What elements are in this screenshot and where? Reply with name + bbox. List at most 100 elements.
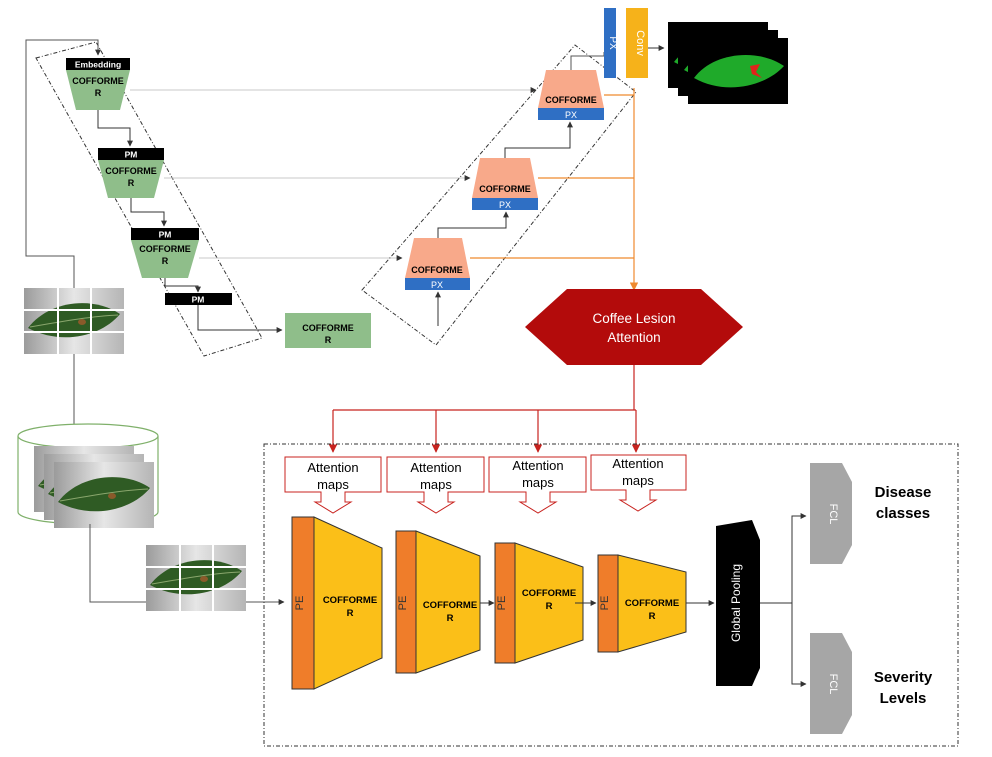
pm-label-3: PM — [159, 230, 172, 240]
pe-label-3: PE — [496, 596, 508, 611]
encoder-arrow-1 — [97, 110, 133, 147]
head-px-label: PX — [607, 36, 618, 50]
decoder-block-2-label: COFFORME — [479, 184, 531, 194]
attention-map-2-label-cont: maps — [420, 477, 452, 492]
pm-label-4: PM — [192, 295, 205, 305]
encoder-stage-1: Embedding COFFORME R — [66, 58, 130, 110]
decoder-block-3-label: COFFORME — [545, 95, 597, 105]
attention-map-3-label-cont: maps — [522, 475, 554, 490]
classifier-stage-1 — [313, 516, 383, 690]
segmentation-output-images — [668, 22, 788, 104]
decoder-block-2 — [472, 158, 538, 198]
decoder-block-3 — [538, 70, 604, 108]
coffee-lesion-attention: Coffee Lesion Attention — [525, 289, 743, 365]
input-patch-grid-bottom — [146, 545, 246, 611]
global-pooling-label: Global Pooling — [729, 564, 743, 642]
decoder-arrow-3 — [570, 52, 605, 70]
px-bar-2 — [472, 198, 538, 210]
disease-classes-label-cont: classes — [876, 505, 930, 522]
decoder-dashed-boundary — [361, 44, 637, 346]
encoder-section: Embedding COFFORME R PM COFFORME R PM CO… — [25, 39, 371, 357]
fcl-severity-label: FCL — [827, 674, 839, 695]
head-conv-block — [626, 8, 648, 78]
classifier-stage-1-label: COFFORME — [323, 595, 377, 606]
px-bar-3 — [538, 108, 604, 120]
encoder-stage-2: PM COFFORME R — [98, 148, 164, 198]
attention-map-2-label: Attention — [410, 460, 461, 475]
decoder-arrow-2 — [504, 121, 573, 158]
input-images — [17, 288, 285, 611]
skip-connections — [130, 87, 537, 261]
severity-levels-label-cont: Levels — [880, 690, 927, 707]
encoder-block-1-label-cont: R — [95, 88, 102, 98]
classifier-stage-3-label-cont: R — [546, 601, 553, 612]
fcl-severity-block — [810, 633, 852, 734]
encoder-arrow-3 — [164, 278, 201, 293]
segmentation-head: PX Conv — [604, 8, 788, 104]
attention-label-cont: Attention — [607, 330, 660, 345]
classifier-stage-3 — [514, 542, 584, 664]
classifier-dashed-boundary — [263, 443, 959, 747]
decoder-section: COFFORME PX COFFORME PX COFFORME PX — [361, 44, 637, 346]
fcl-disease-label: FCL — [827, 504, 839, 525]
encoder-block-3 — [131, 240, 199, 278]
classifier-stage-1-label-cont: R — [347, 608, 354, 619]
encoder-block-1-label: COFFORME — [72, 76, 124, 86]
pe-label-4: PE — [599, 596, 611, 611]
classifier-stage-4-label-cont: R — [649, 611, 656, 622]
encoder-block-2-label-cont: R — [128, 178, 135, 188]
fcl-disease-block — [810, 463, 852, 564]
classifier-stage-2 — [415, 530, 481, 674]
classifier-stage-3-label: COFFORME — [522, 588, 576, 599]
encoder-arrow-4 — [197, 305, 283, 333]
encoder-stage-3: PM COFFORME R — [131, 228, 199, 278]
attention-maps — [284, 454, 687, 514]
disease-classes-label: Disease — [875, 484, 932, 501]
encoder-block-3-label: COFFORME — [139, 244, 191, 254]
input-connector — [25, 39, 101, 288]
classifier-section: Attention maps Attention maps Attention … — [263, 443, 959, 747]
encoder-arrow-2 — [130, 198, 167, 227]
classifier-stage-4 — [617, 554, 687, 653]
attention-map-4-label: Attention — [612, 456, 663, 471]
px-bar-1 — [405, 278, 470, 290]
pm-label-2: PM — [125, 150, 138, 160]
decoder-arrow-1 — [437, 211, 509, 238]
encoder-block-2 — [98, 160, 164, 198]
bottleneck-block — [285, 313, 371, 348]
dataset-cylinder — [17, 423, 159, 529]
pm-bar-3 — [131, 228, 199, 240]
attention-map-3-label: Attention — [512, 458, 563, 473]
embedding-label: Embedding — [75, 60, 121, 70]
embedding-bar — [66, 58, 130, 70]
global-pooling-block — [716, 520, 760, 686]
attention-map-4-label-cont: maps — [622, 473, 654, 488]
head-conv-label: Conv — [634, 30, 646, 56]
branch-to-severity — [791, 603, 807, 687]
attention-label: Coffee Lesion — [592, 311, 675, 326]
px-label-3: PX — [565, 110, 577, 120]
pm-bar-4 — [165, 293, 232, 305]
classifier-stage-4-label: COFFORME — [625, 598, 679, 609]
attention-map-1-label: Attention — [307, 460, 358, 475]
encoder-block-2-label: COFFORME — [105, 166, 157, 176]
pm-bar-2 — [98, 148, 164, 160]
classifier-stage-2-label-cont: R — [447, 613, 454, 624]
attention-distribution — [328, 365, 641, 453]
decoder-block-1 — [405, 238, 470, 278]
head-px-bar — [604, 8, 616, 78]
bottleneck-label-cont: R — [325, 335, 332, 345]
attention-map-1-label-cont: maps — [317, 477, 349, 492]
classifier-stage-2-label: COFFORME — [423, 600, 477, 611]
encoder-block-3-label-cont: R — [162, 256, 169, 266]
branch-to-disease — [760, 513, 807, 604]
encoder-block-1 — [66, 70, 130, 110]
px-label-2: PX — [499, 200, 511, 210]
severity-levels-label: Severity — [874, 669, 933, 686]
bottleneck-label: COFFORME — [302, 323, 354, 333]
pe-label-2: PE — [397, 596, 409, 611]
pe-label-1: PE — [294, 596, 306, 611]
decoder-block-1-label: COFFORME — [411, 265, 463, 275]
px-label-1: PX — [431, 280, 443, 290]
